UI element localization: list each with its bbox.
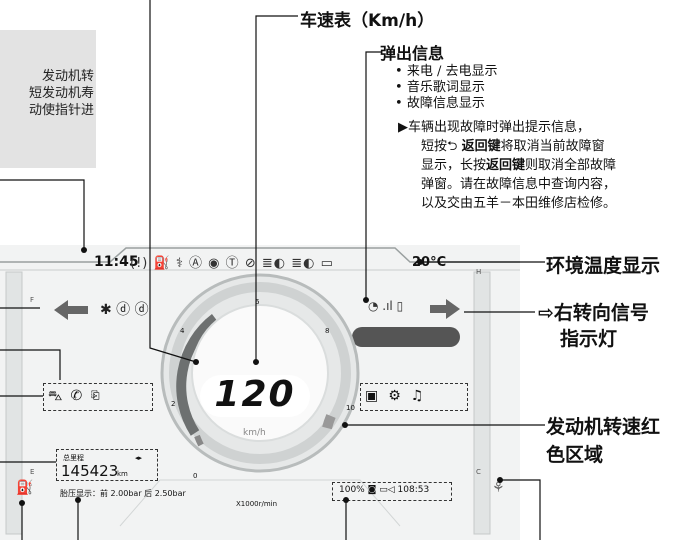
intro-line-3: 动使指针进	[28, 103, 94, 118]
ambient-temp-label: 环境温度显示	[546, 255, 661, 277]
odo-unit: km	[117, 470, 128, 478]
right-turn-label-2: 指示灯	[560, 328, 618, 350]
popup-detail-1: ▶车辆出现故障时弹出提示信息，	[398, 120, 591, 135]
abs-icon: ◉	[208, 256, 221, 271]
tachometer	[160, 273, 360, 473]
popup-detail-3: 显示，长按返回键则取消全部故障	[421, 158, 617, 173]
odo-value: 145423	[61, 462, 119, 480]
signal-icon: ◔ .ıl ▯	[368, 299, 404, 313]
odo-label: 总里程	[63, 454, 84, 462]
tcs-off-icon: ⊘	[244, 256, 257, 271]
moto-icon: ⛍	[48, 388, 71, 404]
right-turn-icon	[430, 299, 460, 319]
temp-bottom: C	[476, 468, 481, 476]
fuel-top: F	[30, 296, 35, 304]
speed-box	[200, 375, 310, 417]
redzone-label-2: 色区域	[546, 444, 604, 466]
tach-tick-4: 4	[180, 327, 185, 335]
popup-detail-5: 以及交由五羊－本田维修店检修。	[421, 196, 617, 211]
fuel-bottom: E	[30, 468, 35, 476]
warning-icon: (!)	[130, 256, 149, 271]
speedometer-label: 车速表（Km/h）	[300, 11, 435, 31]
left-turn-icon	[54, 300, 88, 320]
right-turn-label-1: ⇨右转向信号	[538, 302, 649, 324]
popup-detail-2: 短按⮌ 返回键将取消当前故障窗	[421, 139, 605, 154]
tach-tick-2: 2	[171, 400, 176, 408]
tcs-icon: Ⓣ	[225, 256, 240, 271]
intro-box: 发动机转 短发动机寿 动使指针进	[0, 30, 96, 168]
left-function-icons: ⛍✆⎗	[43, 383, 153, 411]
clock-display: 11:45	[94, 254, 139, 270]
switch-arrows-icon: ◂▸	[135, 454, 143, 462]
tach-tick-8: 8	[325, 327, 330, 335]
redzone-label-1: 发动机转速红	[546, 416, 661, 438]
odometer-box: 总里程 145423 km ◂▸	[56, 449, 158, 481]
coolant-icon: ⚘	[492, 480, 505, 496]
popup-bullet-3: • 故障信息显示	[395, 96, 485, 111]
battery-pct: 100%	[339, 485, 365, 495]
intro-line-2: 短发动机寿	[28, 86, 94, 101]
temp-top: H	[476, 268, 482, 276]
tire-info-icon: ▣	[365, 388, 389, 404]
tach-tick-0: 0	[193, 472, 198, 480]
popup-bullet-2: • 音乐歌词显示	[395, 80, 485, 95]
music-icon: ♫	[410, 388, 434, 404]
tach-unit: X1000r/min	[236, 500, 278, 508]
tire-pressure: 胎压显示：前 2.00bar 后 2.50bar	[60, 489, 186, 498]
tach-tick-6: 6	[255, 298, 260, 306]
popup-bar	[352, 327, 460, 347]
intro-line-1: 发动机转	[41, 69, 94, 84]
exit-icon: ⎗	[90, 388, 109, 404]
bluetooth-icon: ✱ ⓓ ⓓ	[100, 302, 149, 318]
popup-bullet-1: • 来电 / 去电显示	[395, 64, 498, 79]
tach-tick-10: 10	[346, 404, 355, 412]
battery-level-icon: ◙ ▭◁	[367, 485, 395, 495]
right-function-icons: ▣⚙♫	[360, 383, 468, 411]
battery-icon: ▭	[320, 256, 334, 271]
speed-value: 120	[214, 374, 296, 415]
settings-icon: ⚙	[388, 388, 411, 404]
ambient-temp-value: 20°C	[412, 255, 447, 270]
back-key-icon: ⮌	[447, 139, 458, 154]
clock2: 108:53	[397, 485, 430, 495]
status-box: 100% ◙ ▭◁ 108:53	[332, 482, 452, 501]
phone-icon: ✆	[70, 388, 91, 404]
speed-unit: km/h	[243, 428, 266, 438]
popup-title: 弹出信息	[380, 44, 445, 63]
popup-detail-4: 弹窗。请在故障信息中查询内容，	[421, 177, 617, 192]
fuel-icon: ⛽	[16, 480, 34, 496]
